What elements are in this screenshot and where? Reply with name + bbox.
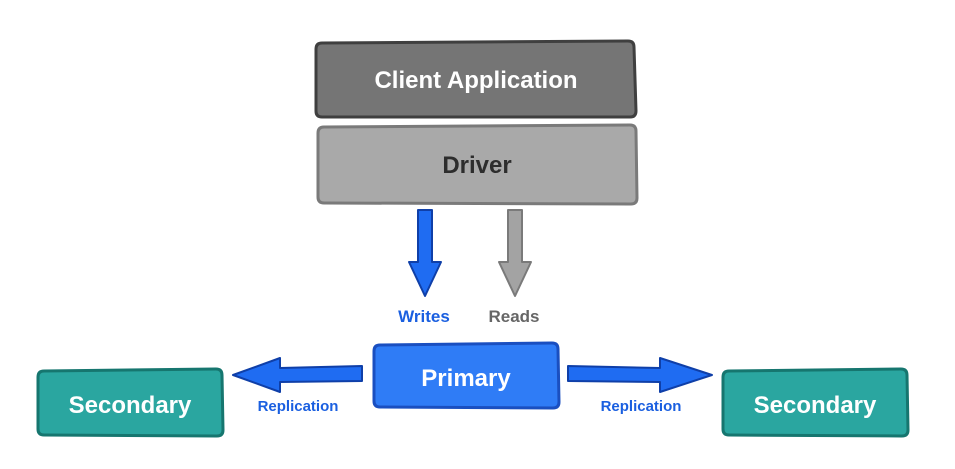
secondary-box-right: Secondary [721, 367, 910, 438]
primary-box: Primary [372, 341, 561, 410]
client-application-box: Client Application [314, 39, 638, 119]
replication-arrow-right [567, 357, 713, 393]
primary-label: Primary [421, 365, 511, 392]
secondary-box-left: Secondary [36, 367, 225, 438]
client-application-label: Client Application [374, 67, 577, 94]
secondary-label-right: Secondary [754, 392, 877, 419]
driver-box: Driver [316, 123, 639, 206]
replication-arrow-left [232, 357, 363, 393]
secondary-label-left: Secondary [69, 392, 192, 419]
writes-arrow [408, 209, 442, 297]
driver-label: Driver [442, 152, 511, 179]
reads-arrow [498, 209, 532, 297]
writes-label: Writes [398, 307, 450, 326]
replication-label-right: Replication [601, 398, 682, 415]
replication-label-left: Replication [258, 398, 339, 415]
reads-label: Reads [488, 307, 539, 326]
